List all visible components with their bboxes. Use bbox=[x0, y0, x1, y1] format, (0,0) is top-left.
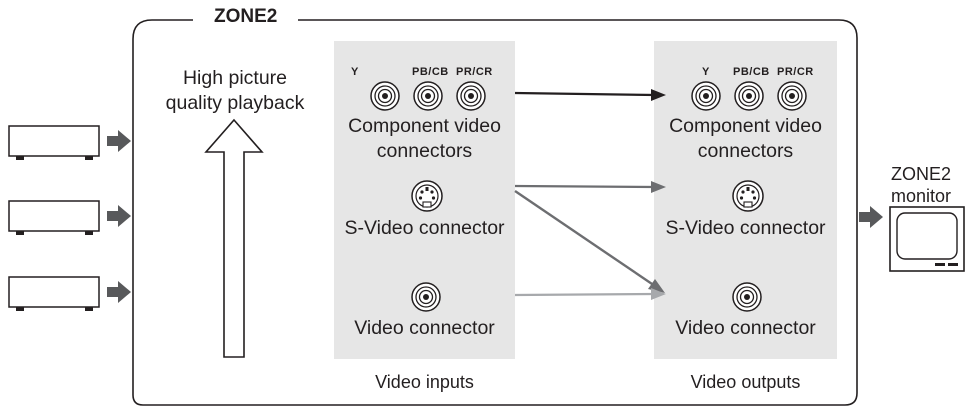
output-pin-y: Y bbox=[702, 66, 710, 78]
output-pin-pb: PB/CB bbox=[733, 66, 770, 78]
source-arrow-icon bbox=[107, 130, 131, 152]
zone-title: ZONE2 bbox=[208, 6, 284, 28]
source-arrow-icon bbox=[107, 205, 131, 227]
monitor-label-2: monitor bbox=[890, 186, 952, 206]
source-arrow-icon bbox=[107, 281, 131, 303]
input-component-label-1: Component video bbox=[348, 115, 501, 137]
input-video-label: Video connector bbox=[354, 317, 495, 339]
quality-label-line1: High picture bbox=[182, 67, 288, 89]
component-route-arrow bbox=[514, 91, 656, 97]
quality-label-line2: quality playback bbox=[165, 92, 305, 114]
output-pin-pr: PR/CR bbox=[777, 66, 814, 78]
video-route-arrowhead bbox=[651, 288, 666, 300]
svideo-to-video-route-arrow bbox=[514, 190, 656, 287]
output-component-label-1: Component video bbox=[669, 115, 822, 137]
input-pin-y: Y bbox=[351, 66, 359, 78]
input-pin-pr: PR/CR bbox=[456, 66, 493, 78]
input-component-label-2: connectors bbox=[376, 140, 473, 162]
source-device-icon bbox=[8, 276, 100, 311]
output-video-label: Video connector bbox=[675, 317, 816, 339]
inputs-footer: Video inputs bbox=[375, 372, 474, 392]
monitor-arrow-icon bbox=[859, 206, 883, 228]
video-route-arrow bbox=[514, 292, 656, 297]
monitor-label-1: ZONE2 bbox=[890, 164, 951, 184]
svideo-route-arrow bbox=[514, 184, 656, 189]
svideo-route-arrowhead bbox=[651, 181, 666, 193]
input-pin-pb: PB/CB bbox=[412, 66, 449, 78]
source-device-icon bbox=[8, 200, 100, 235]
input-svideo-label: S-Video connector bbox=[344, 217, 505, 239]
component-route-arrowhead bbox=[651, 89, 666, 101]
output-svideo-label: S-Video connector bbox=[665, 217, 826, 239]
source-device-icon bbox=[8, 125, 100, 160]
outputs-footer: Video outputs bbox=[690, 372, 801, 392]
output-component-label-2: connectors bbox=[697, 140, 794, 162]
